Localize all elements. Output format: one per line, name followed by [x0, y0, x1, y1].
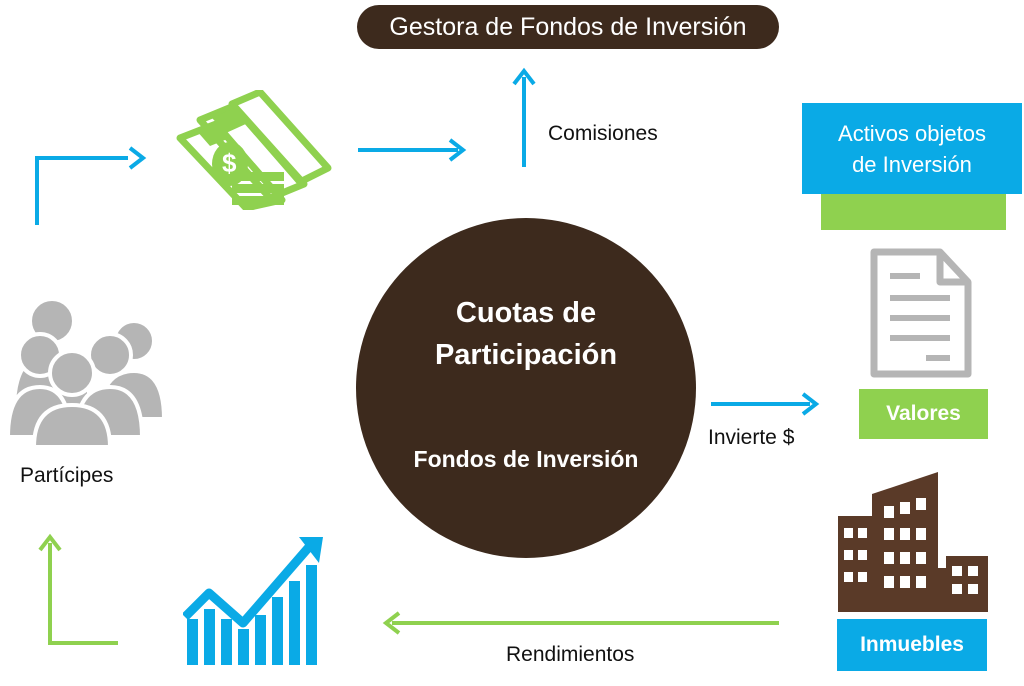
- comisiones-label: Comisiones: [548, 122, 658, 145]
- valores-tag: Valores: [859, 389, 988, 439]
- buildings-icon: [838, 472, 988, 612]
- activos-line1: Activos objetos: [838, 121, 986, 146]
- gestora-header: Gestora de Fondos de Inversión: [357, 5, 779, 49]
- inmuebles-tag: Inmuebles: [837, 619, 987, 671]
- circle-title-line1: Cuotas de: [455, 297, 597, 329]
- arrow-rendimientos: [382, 611, 779, 635]
- activos-accent-bar: [821, 194, 1006, 230]
- money-stack-icon: $: [176, 90, 332, 210]
- circle-subtitle: Fondos de Inversión: [413, 446, 639, 472]
- activos-line2: de Inversión: [852, 152, 972, 177]
- participes-label: Partícipes: [20, 464, 114, 487]
- growth-chart-icon: [183, 537, 323, 665]
- svg-text:$: $: [222, 148, 237, 178]
- document-icon: [870, 248, 972, 378]
- invierte-label: Invierte $: [708, 426, 795, 449]
- rendimientos-label: Rendimientos: [506, 643, 635, 666]
- arrow-participes-to-money: [35, 146, 147, 225]
- people-group-icon: [6, 297, 164, 447]
- arrow-comisiones-up: [512, 67, 536, 167]
- arrow-return-to-participes: [38, 533, 118, 645]
- circle-title: Cuotas de Participación: [356, 292, 696, 376]
- cuotas-circle: Cuotas de Participación Fondos de Invers…: [356, 218, 696, 558]
- arrow-money-to-fund: [358, 138, 467, 162]
- arrow-invierte: [711, 392, 820, 416]
- activos-box: Activos objetos de Inversión: [802, 103, 1022, 194]
- circle-title-line2: Participación: [434, 339, 618, 371]
